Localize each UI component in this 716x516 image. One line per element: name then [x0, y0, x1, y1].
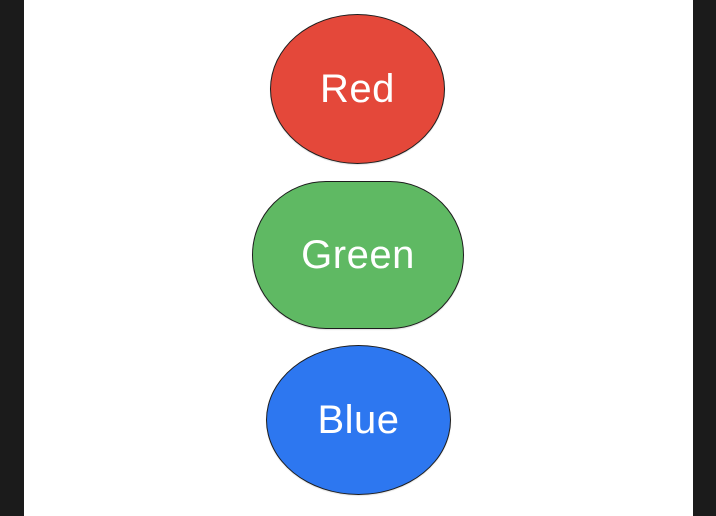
left-letterbox-bar: [0, 0, 24, 516]
node-blue[interactable]: Blue: [266, 345, 451, 495]
node-green[interactable]: Green: [252, 181, 464, 329]
node-red[interactable]: Red: [270, 14, 445, 164]
node-red-label: Red: [320, 67, 395, 111]
node-green-label: Green: [301, 233, 415, 277]
right-letterbox-bar: [693, 0, 716, 516]
node-blue-label: Blue: [317, 398, 400, 442]
